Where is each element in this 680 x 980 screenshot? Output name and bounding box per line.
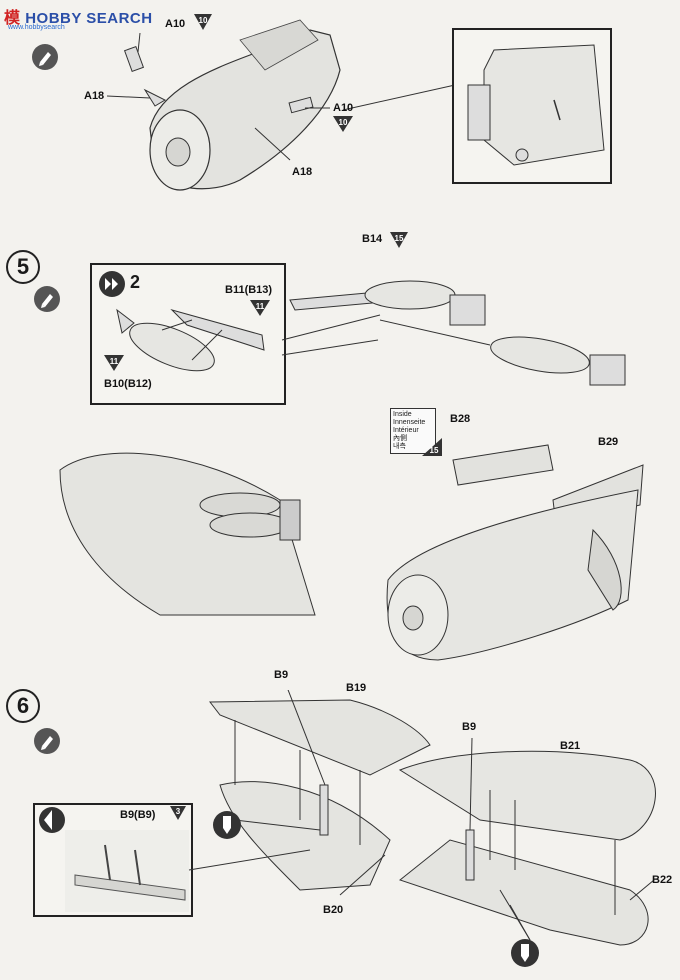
glue-point-icon: [511, 939, 539, 967]
label-b19: B19: [346, 682, 367, 694]
label-b11-b13: B11(B13): [225, 284, 273, 296]
tri-b9-inset-value: 3: [175, 807, 181, 816]
tri-inside-value: 15: [429, 446, 439, 455]
inside-legend-box: Inside Innenseite Intérieur 內側 내측: [390, 408, 436, 454]
detail-view-icon: [39, 807, 65, 833]
step-6-number: 6: [6, 689, 40, 723]
leader-line: [281, 339, 379, 356]
inside-kr: 내측: [393, 443, 406, 450]
inside-fr: Intérieur: [393, 427, 419, 434]
logo-cn: 模: [4, 10, 21, 27]
paint-pencil-icon: [34, 728, 60, 754]
hobby-search-logo: 模 HOBBY SEARCH: [4, 4, 153, 28]
detail-inset-engine-cowl: [452, 28, 612, 184]
bag-10-triangle-icon: [333, 116, 353, 132]
tri-b14-value: 15: [394, 234, 404, 243]
label-b29: B29: [598, 436, 619, 448]
bag-10-triangle-icon: [194, 14, 212, 30]
logo-sub: www.hobbysearch: [8, 24, 65, 31]
bag-15-triangle-icon: [390, 232, 408, 248]
fuselage-front-illustration: [106, 19, 456, 191]
label-b28: B28: [450, 413, 471, 425]
bomb-rack-illustration: [281, 280, 626, 386]
bag-3-triangle-icon: [170, 806, 186, 820]
label-a18-bottom: A18: [292, 166, 313, 178]
fuselage-canopy-illustration: [386, 444, 644, 661]
label-a10-right: A10: [333, 102, 354, 114]
wing-assembly-illustration: [208, 690, 656, 946]
tri-b10-value: 11: [109, 357, 119, 366]
label-b21: B21: [560, 740, 581, 752]
label-b14: B14: [362, 233, 383, 245]
label-a18-left: A18: [84, 90, 105, 102]
paint-pencil-icon: [32, 44, 58, 70]
inside-de: Innenseite: [393, 419, 426, 426]
drop-pair-icon: [99, 271, 125, 297]
label-b10-b12: B10(B12): [104, 378, 152, 390]
inside-en: Inside: [393, 411, 412, 418]
strut-detail-inset: [33, 803, 193, 917]
label-b9-right: B9: [462, 721, 477, 733]
bag-11-triangle-icon: [104, 355, 124, 371]
step-5-number: 5: [6, 250, 40, 284]
glue-point-icon: [213, 811, 241, 839]
logo-text: HOBBY SEARCH: [25, 10, 153, 27]
inside-jp: 內側: [393, 435, 407, 442]
label-b20: B20: [323, 904, 344, 916]
label-b22: B22: [652, 874, 673, 886]
tri-a10-top-value: 10: [198, 16, 208, 25]
tri-a10-right-value: 10: [338, 118, 348, 127]
paint-pencil-icon: [34, 286, 60, 312]
label-b9-inset: B9(B9): [120, 809, 156, 821]
label-a10-top: A10: [165, 18, 186, 30]
fuselage-bombs-illustration: [59, 452, 316, 616]
label-b9-left: B9: [274, 669, 289, 681]
inset-count-2: 2: [130, 272, 141, 292]
bag-11-triangle-icon: [250, 300, 270, 316]
tri-b11-value: 11: [255, 302, 265, 311]
bag-15-triangle-icon: [422, 438, 442, 456]
